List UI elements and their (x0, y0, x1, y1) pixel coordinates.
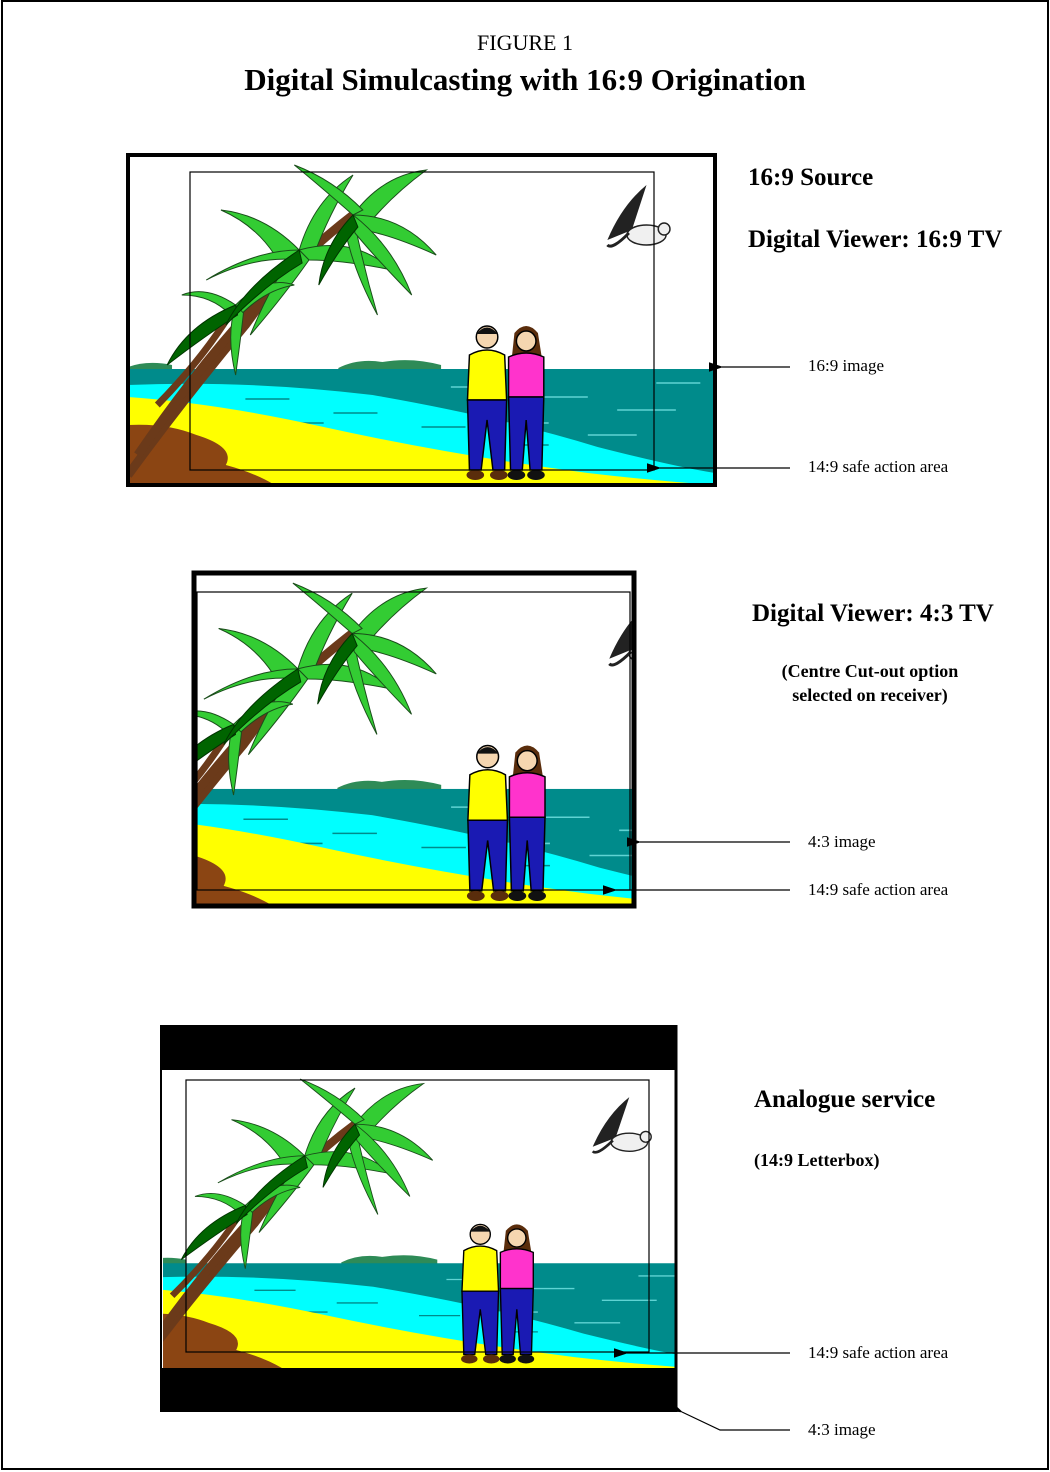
image-frame-16-9 (126, 153, 717, 487)
safe-area-14-9-2 (196, 591, 631, 891)
panel-4-3-centre-cutout (125, 570, 790, 909)
safe-area-14-9-3 (185, 1079, 650, 1353)
panel2-heading: Digital Viewer: 4:3 TV (752, 600, 994, 627)
panel2-note-line1: (Centre Cut-out option (781, 661, 959, 681)
letterbox-bar-top (160, 1025, 676, 1070)
annotation-safe-area-3: 14:9 safe action area (808, 1343, 949, 1362)
annotation-safe-area-1: 14:9 safe action area (808, 457, 949, 476)
annotation-safe-area-2: 14:9 safe action area (808, 880, 949, 899)
beach-scene-16-9 (128, 155, 715, 485)
panel-14-9-letterbox (145, 1025, 790, 1431)
panel1-heading: 16:9 Source (748, 164, 874, 191)
arrow-4-3-image-2 (668, 1402, 790, 1431)
beach-scene-letterbox (145, 1070, 694, 1368)
annotation-16-9-image: 16:9 image (808, 356, 885, 375)
image-frame-4-3 (191, 570, 637, 909)
beach-scene-4-3 (125, 573, 718, 906)
panel-16-9-source (126, 153, 790, 487)
safe-area-14-9 (189, 171, 655, 471)
annotation-4-3-image-2: 4:3 image (808, 1420, 876, 1439)
panel3-note: (14:9 Letterbox) (754, 1150, 880, 1170)
panel3-heading: Analogue service (754, 1086, 936, 1113)
panel1-subheading: Digital Viewer: 16:9 TV (748, 226, 1003, 253)
figure-title: Digital Simulcasting with 16:9 Originati… (244, 62, 806, 97)
figure-number: FIGURE 1 (477, 30, 573, 55)
annotation-4-3-image: 4:3 image (808, 832, 876, 851)
panel2-note-line2: selected on receiver) (792, 685, 948, 705)
letterbox-bar-bottom (160, 1368, 676, 1412)
